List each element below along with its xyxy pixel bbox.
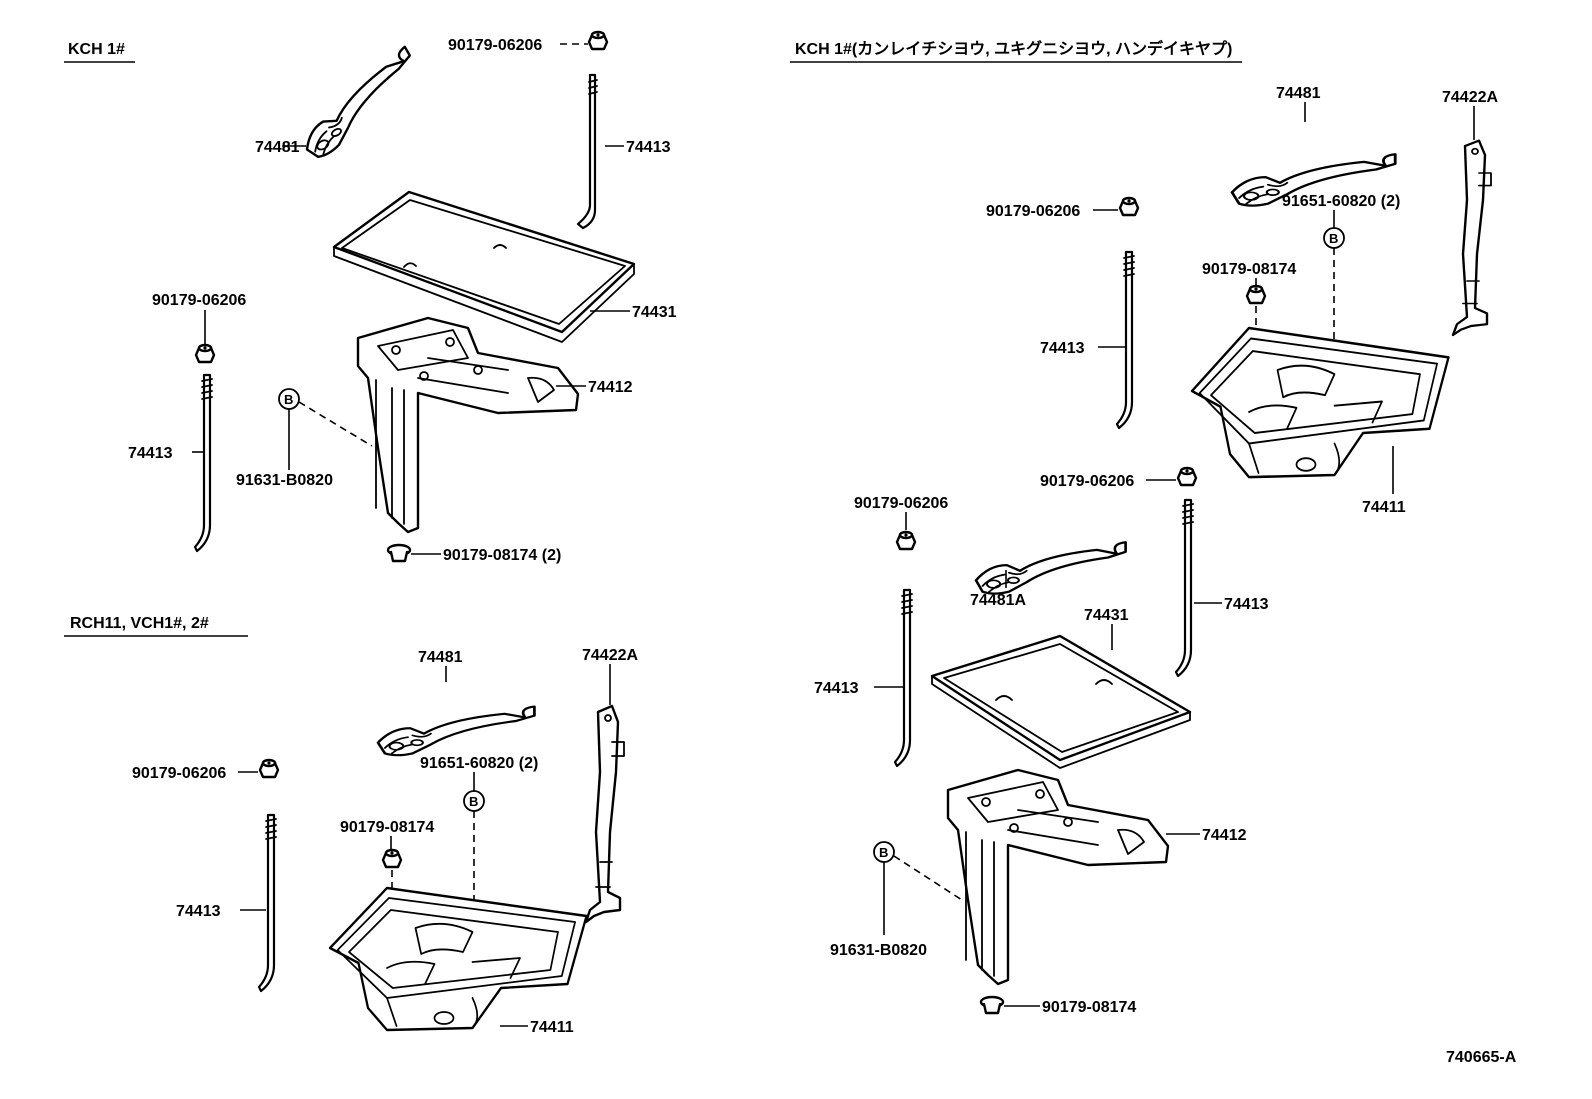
frame-74431 [332,190,636,344]
rod-74413 [893,588,914,768]
tray-74411 [328,886,588,1032]
nut-90179-06206 [1118,196,1140,217]
section-title-kch1-jp: KCH 1#(カンレイチシヨウ, ユキグニシヨウ, ハンデイキヤプ) [795,39,1232,58]
rod-74413 [1174,498,1195,678]
label-91651-60820-2: 91651-60820 (2) [1282,193,1400,210]
badge-letter: B [1329,231,1338,246]
diagram-kch1-jp: 74481 74422A 90179-06206 91651-60820 (2)… [814,85,1498,1016]
section-header-rch-vch: RCH11, VCH1#, 2# [64,615,248,637]
label-90179-08174: 90179-08174 [340,819,434,836]
badge-b: B [873,841,895,863]
figure-id: 740665-A [1446,1049,1517,1066]
label-74411: 74411 [530,1019,574,1036]
label-74413: 74413 [814,680,859,697]
clip-90179-08174 [386,543,412,563]
section-header-kch1-jp: KCH 1#(カンレイチシヨウ, ユキグニシヨウ, ハンデイキヤプ) [790,39,1242,63]
label-91631-b0820: 91631-B0820 [236,472,333,489]
label-74431: 74431 [1084,607,1129,624]
rod-74413-upper [576,73,598,230]
label-74431: 74431 [632,304,677,321]
clamp-74481 [376,705,536,757]
rod-74413 [1115,250,1136,430]
nut-90179-08174 [381,848,403,869]
badge-letter: B [879,845,888,860]
label-91631-b0820: 91631-B0820 [830,942,927,959]
label-74413: 74413 [1224,596,1269,613]
label-74411: 74411 [1362,499,1406,516]
holder-74422a [1451,139,1493,337]
label-74413: 74413 [128,445,173,462]
label-90179-06206: 90179-06206 [152,292,246,309]
rod-74413 [257,813,278,993]
label-74412: 74412 [588,379,633,396]
badge-b: B [278,388,300,410]
label-90179-08174: 90179-08174 [1042,999,1136,1016]
badge-b: B [1323,227,1345,249]
frame-74431 [930,634,1192,769]
label-74413: 74413 [176,903,221,920]
section-title-rch-vch: RCH11, VCH1#, 2# [70,615,209,632]
rod-74413-left [193,373,214,553]
nut-90179-06206-top [587,30,609,51]
section-title-kch1: KCH 1# [68,41,125,58]
label-91651-60820-2: 91651-60820 (2) [420,755,538,772]
nut-90179-06206 [895,530,917,551]
label-90179-06206: 90179-06206 [132,765,226,782]
bracket-74412 [356,316,580,534]
label-74422a: 74422A [582,647,638,664]
label-74412: 74412 [1202,827,1247,844]
leader-line-dashed [893,855,963,901]
label-90179-06206: 90179-06206 [448,37,542,54]
label-74413: 74413 [626,139,671,156]
label-74422a: 74422A [1442,89,1498,106]
leader-line-dashed [298,401,373,447]
nut-90179-06206 [1176,466,1198,487]
badge-letter: B [284,392,293,407]
nut-90179-06206-left [194,343,216,364]
label-74481: 74481 [255,139,300,156]
label-90179-06206: 90179-06206 [854,495,948,512]
diagram-kch1: 90179-06206 74413 74481 74431 90179-0620… [128,30,677,564]
holder-74422a [584,704,626,924]
badge-b: B [463,790,485,812]
badge-letter: B [469,794,478,809]
label-90179-08174: 90179-08174 [1202,261,1296,278]
label-90179-06206: 90179-06206 [986,203,1080,220]
clip-90179-08174 [979,995,1005,1015]
label-74413: 74413 [1040,340,1085,357]
label-74481: 74481 [1276,85,1321,102]
clamp-74481 [285,45,433,163]
nut-90179-08174 [1245,284,1267,305]
bracket-74412 [946,768,1170,986]
diagram-rch-vch: 74481 74422A 91651-60820 (2) B 90179-081… [132,647,638,1036]
label-74481: 74481 [418,649,463,666]
label-90179-06206: 90179-06206 [1040,473,1134,490]
clamp-74481a [974,540,1127,595]
section-header-kch1: KCH 1# [64,41,135,63]
label-74481a: 74481A [970,592,1026,609]
nut-90179-06206 [258,758,280,779]
label-90179-08174-2: 90179-08174 (2) [443,547,561,564]
tray-74411 [1190,326,1450,479]
